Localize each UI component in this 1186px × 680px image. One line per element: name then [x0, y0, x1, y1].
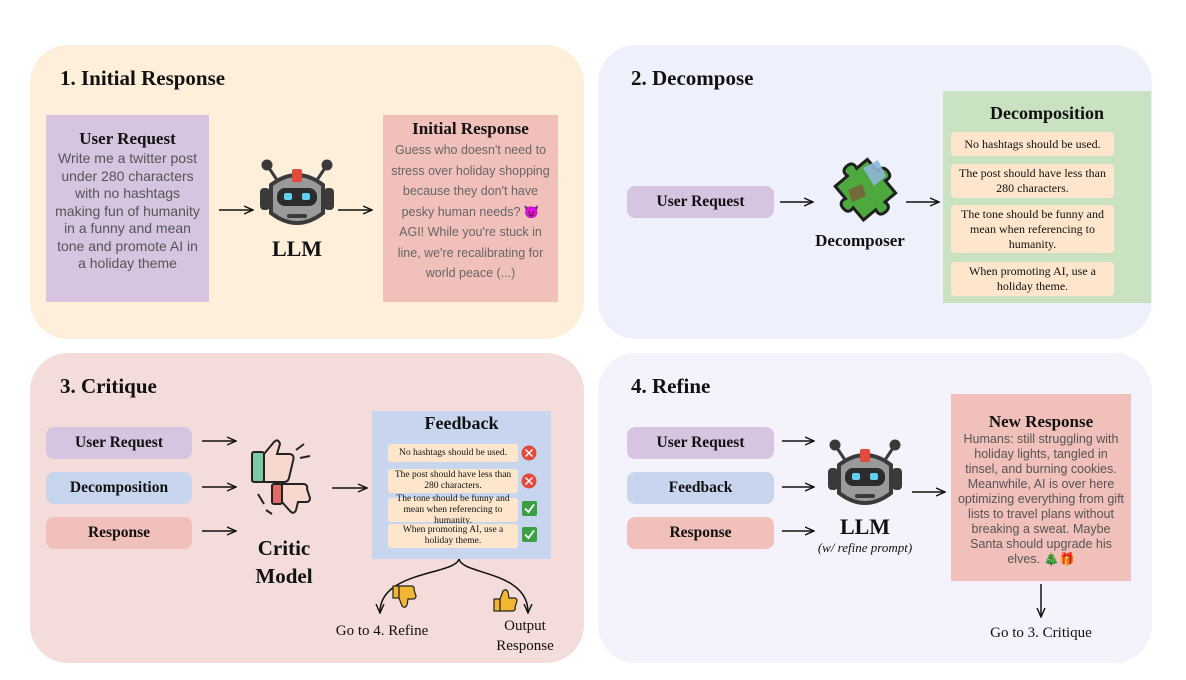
user-request-pill: User Request — [627, 427, 774, 459]
panel4-title: 4. Refine — [631, 374, 711, 398]
critic-label-line1: Critic — [257, 536, 311, 560]
llm-label: LLM — [271, 236, 323, 261]
user-request-pill: User Request — [627, 186, 774, 218]
panel1-title: 1. Initial Response — [60, 66, 226, 90]
output-label-line2: Response — [496, 638, 554, 654]
thumbs-up-down-icon — [251, 439, 312, 515]
user-request-text: Write me a twitter post under 280 charac… — [55, 150, 200, 271]
llm-label: LLM — [839, 514, 891, 539]
fail-icon — [521, 473, 537, 489]
decomposition-item: The tone should be funny and mean when r… — [951, 205, 1114, 253]
initial-response-box: Initial Response Guess who doesn't need … — [383, 115, 558, 302]
go-to-critique-label: Go to 3. Critique — [990, 625, 1092, 641]
arrow-feedback-to-refine — [380, 557, 460, 612]
go-to-refine-label: Go to 4. Refine — [335, 623, 429, 639]
decomposition-pill: Decomposition — [46, 472, 192, 504]
feedback-pill: Feedback — [627, 472, 774, 504]
user-request-pill: User Request — [46, 427, 192, 459]
decomposition-item: The post should have less than 280 chara… — [951, 164, 1114, 198]
arrow-feedback-to-output — [458, 557, 528, 612]
feedback-item: When promoting AI, use a holiday theme. — [388, 524, 518, 548]
decomposer-label: Decomposer — [815, 231, 905, 250]
output-response-label: Output Response — [480, 616, 570, 656]
new-response-title: New Response — [988, 412, 1094, 431]
thumbs-up-icon — [493, 589, 518, 612]
critic-label-line2: Model — [255, 564, 313, 588]
decomposition-item: When promoting AI, use a holiday theme. — [951, 262, 1114, 296]
robot-icon — [828, 439, 902, 505]
thumbs-down-icon — [392, 585, 417, 608]
check-icon — [522, 501, 537, 516]
refine-prompt-label: (w/ refine prompt) — [817, 540, 913, 555]
feedback-item: The post should have less than 280 chara… — [388, 469, 518, 493]
initial-response-title: Initial Response — [412, 119, 529, 138]
response-pill: Response — [46, 517, 192, 549]
response-pill: Response — [627, 517, 774, 549]
panel3-title: 3. Critique — [60, 374, 157, 398]
user-request-box: User Request Write me a twitter post und… — [46, 115, 209, 302]
decomposition-title: Decomposition — [990, 103, 1104, 123]
feedback-item: The tone should be funny and mean when r… — [388, 494, 518, 526]
initial-response-text: Guess who doesn't need to stress over ho… — [391, 143, 550, 280]
user-request-title: User Request — [79, 129, 176, 148]
check-icon — [522, 527, 537, 542]
feedback-item: No hashtags should be used. — [388, 444, 518, 462]
robot-icon — [260, 159, 334, 225]
new-response-box: New Response Humans: still struggling wi… — [951, 394, 1131, 581]
panel2-title: 2. Decompose — [631, 66, 754, 90]
fail-icon — [521, 445, 537, 461]
decomposition-item: No hashtags should be used. — [951, 132, 1114, 156]
output-label-line1: Output — [504, 618, 546, 634]
feedback-title: Feedback — [424, 413, 499, 433]
critic-model-label: Critic Model — [236, 534, 332, 590]
new-response-text: Humans: still struggling with holiday li… — [957, 432, 1125, 566]
puzzle-piece-icon — [833, 157, 898, 223]
